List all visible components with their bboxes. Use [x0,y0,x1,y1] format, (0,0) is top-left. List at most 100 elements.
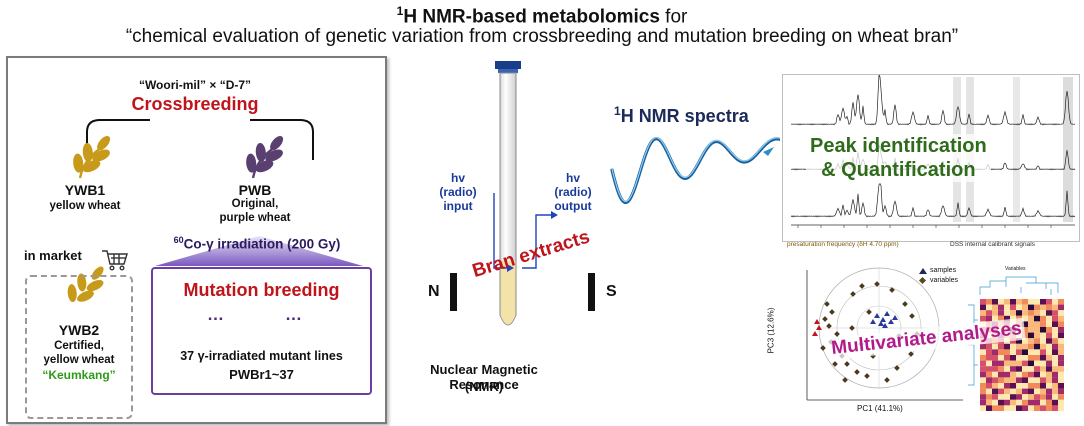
heatmap-cell [1046,388,1052,395]
pca-variable-point [829,309,835,315]
heatmap-cell [1058,383,1064,389]
heatmap-cell [1046,310,1052,316]
heatmap-cell [1010,383,1016,389]
heatmap-cell [1028,299,1034,305]
pca-sample-point [892,315,898,320]
pca-sample-point [884,311,890,316]
heatmap-cell [1022,327,1028,333]
heatmap [966,275,1072,415]
heatmap-cell [1028,332,1034,339]
heatmap-cell [1052,338,1058,344]
heatmap-cell [980,315,986,322]
ywb1-desc: yellow wheat [49,200,121,212]
peak-line2: & Quantification [821,159,976,181]
heatmap-cell [1028,315,1034,322]
heatmap-cell [1052,321,1058,327]
heatmap-cell [1046,321,1052,327]
heatmap-cell [1034,321,1040,327]
heatmap-cell [1034,366,1040,372]
hv-input-line2: (radio) [439,185,477,199]
hv-input-label: hv (radio) input [428,171,488,213]
heatmap-cell [986,360,992,367]
ywb2-desc1: Certified, [54,340,104,352]
heatmap-cell [1052,394,1058,400]
heatmap-cell [1034,310,1040,316]
heatmap-cell [1046,377,1052,383]
pwb-desc1: Original, [231,198,279,210]
pca-variable-point [864,373,870,379]
heatmap-cell [986,371,992,378]
heatmap-cell [1040,355,1046,361]
heatmap-svg [968,276,1064,411]
pca-variable-point [866,309,872,315]
heatmap-cell [998,399,1004,406]
heatmap-cell [998,366,1004,372]
heatmap-cell [1058,394,1064,400]
heatmap-cell [1052,377,1058,383]
heatmap-cell [1046,355,1052,361]
pca-variable-point [884,377,890,383]
heatmap-cell [1016,366,1022,372]
heatmap-cell [1058,355,1064,361]
ywb1-name: YWB1 [64,182,106,198]
heatmap-cell [1046,343,1052,350]
heatmap-cell [1016,304,1022,311]
nmr-spectra-title: 1H NMR spectra [614,104,749,127]
heatmap-cell [1040,327,1046,333]
presaturation-label: presaturation frequency (δH 4.70 ppm) [787,241,899,248]
heatmap-cell [1028,338,1034,344]
pca-sample-point [878,321,884,326]
heatmap-cell [998,377,1004,383]
crossbreeding-label: Crossbreeding [131,94,259,114]
heatmap-cell [1010,338,1016,344]
heatmap-cell [1058,377,1064,383]
heatmap-cell [1040,299,1046,305]
heatmap-cell [1004,366,1010,372]
heatmap-cell [1028,366,1034,372]
heatmap-cell [1010,304,1016,311]
hv-input-line1: hv [450,171,465,185]
nmr-wave [610,136,780,204]
heatmap-cell [1040,315,1046,322]
heatmap-cell [1034,377,1040,383]
peak-line1: Peak identification [810,135,987,157]
heatmap-cell [986,399,992,406]
heatmap-cell [1028,343,1034,350]
heatmap-cell [1034,399,1040,406]
breeding-graphics [58,119,375,348]
heatmap-cell [1028,383,1034,389]
north-label: N [428,283,440,300]
heatmap-cell [1010,310,1016,316]
peak-identification-label: Peak identification & Quantification [806,134,991,182]
pca-variable-point [822,316,828,322]
heatmap-cell [986,304,992,311]
heatmap-cell [1046,399,1052,406]
pca-variable-point [894,365,900,371]
heatmap-cell [1046,349,1052,355]
heatmap-cell [998,394,1004,400]
heatmap-cell [980,405,986,411]
heatmap-cell [980,349,986,355]
heatmap-cell [1040,394,1046,400]
heatmap-cell [1022,377,1028,383]
legend-samples: samples [930,267,957,274]
heatmap-cell [986,343,992,350]
hv-output-line1: hv [565,171,580,185]
heatmap-cell [1022,321,1028,327]
heatmap-cell [1010,377,1016,383]
heatmap-cell [1028,371,1034,378]
heatmap-cell [998,355,1004,361]
heatmap-cell [1052,388,1058,395]
heatmap-cell [1004,299,1010,305]
heatmap-cell [1004,405,1010,411]
heatmap-cell [1058,338,1064,344]
nmr-label-2: (NMR) [464,379,504,394]
heatmap-cell [1004,360,1010,367]
heatmap-cell [992,405,998,411]
heatmap-cell [1058,388,1064,395]
pca-sample-point [812,331,818,336]
heatmap-cell [1040,383,1046,389]
heatmap-cell [1016,399,1022,406]
heatmap-cell [992,377,998,383]
heatmap-cell [1058,360,1064,367]
